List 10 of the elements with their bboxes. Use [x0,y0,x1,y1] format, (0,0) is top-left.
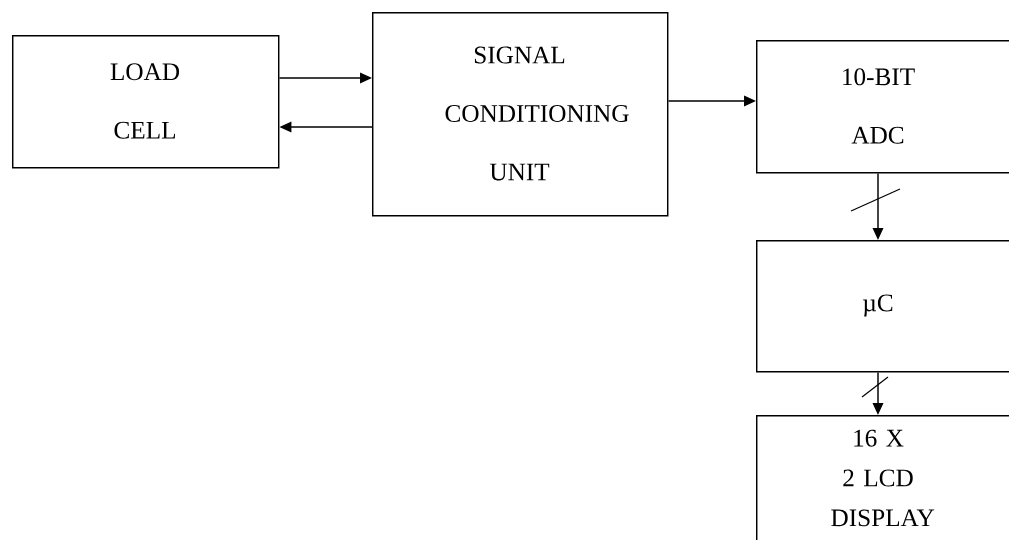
block-label: LOAD CELL [110,63,179,139]
block-box [12,35,280,169]
block-box [756,240,1009,373]
block-label: 10-BIT ADC [843,68,915,144]
block-box [756,415,1009,540]
block-label: 16 X 2 LCD DISPLAY [831,429,935,527]
block-label: SIGNAL CONDITIONING UNIT [445,46,629,181]
block-box [756,40,1009,174]
block-label: µC [863,294,893,317]
block-box [372,12,669,217]
